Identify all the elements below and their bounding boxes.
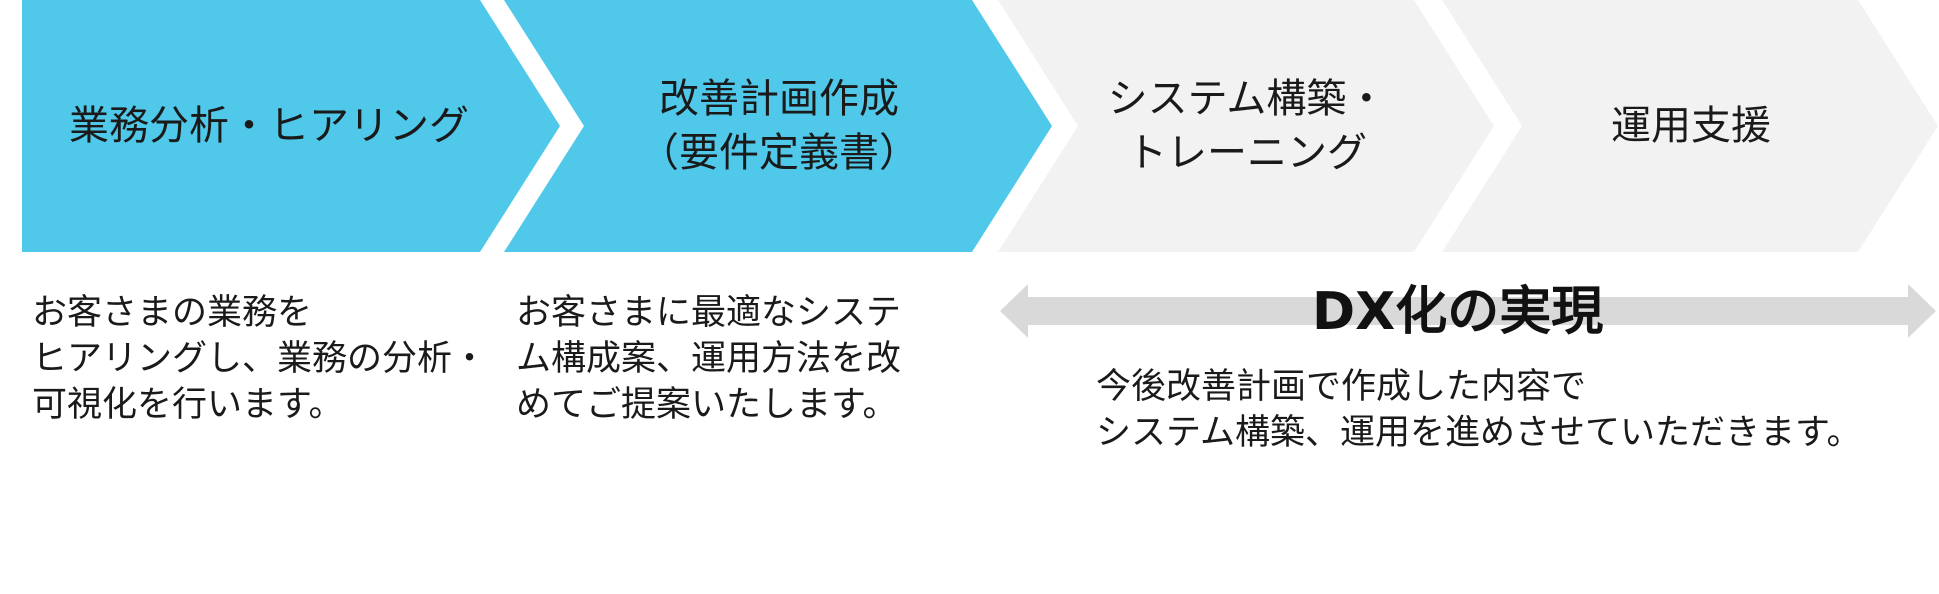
step-label-business-analysis: 業務分析・ヒアリング	[69, 103, 469, 149]
dx-title: DX化の実現	[1312, 282, 1604, 342]
step-label-operation-support: 運用支援	[1611, 103, 1771, 149]
step-label-improvement-plan: 改善計画作成 （要件定義書）	[639, 76, 919, 176]
step-2-chevron	[504, 0, 1052, 252]
step-label-system-build: システム構築・ トレーニング	[1107, 76, 1387, 176]
dx-description: 今後改善計画で作成した内容で システム構築、運用を進めさせていただきます。	[1096, 367, 1862, 453]
step-4-chevron	[1442, 0, 1938, 252]
dx-double-arrow	[1000, 284, 1936, 338]
step-1-description: お客さまの業務を ヒアリングし、業務の分析・ 可視化を行います。	[32, 293, 488, 425]
step-1-chevron	[22, 0, 560, 252]
step-2-description: お客さまに最適なシステ ム構成案、運用方法を改 めてご提案いたします。	[516, 293, 902, 425]
step-3-chevron	[998, 0, 1494, 252]
